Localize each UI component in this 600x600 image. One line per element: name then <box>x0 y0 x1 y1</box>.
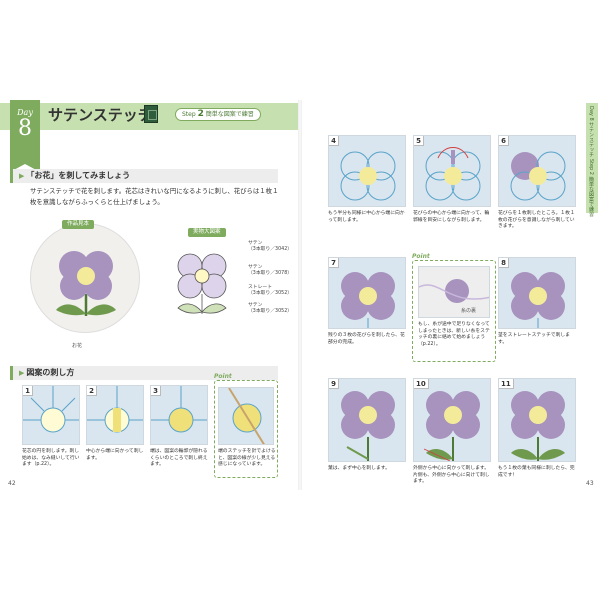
point-caption-left: 端のステッチを針でよけると、図案の線が少し見える感じになっています。 <box>218 449 276 468</box>
step-number-badge: 7 <box>329 258 339 268</box>
step-photo-4: 4 <box>328 135 406 207</box>
sample-tag: 作品見本 <box>62 220 95 229</box>
point-label: Point <box>214 373 232 380</box>
stitch-center-illustration <box>87 386 143 433</box>
sample-photo <box>30 223 140 333</box>
step-caption-5: 花びらの中心から端に向かって、輪郭線を目安にしながら刺します。 <box>413 211 490 223</box>
side-tab-text: Day 8 サテンステッチ Step 2 簡単な図案で練習 <box>588 106 594 217</box>
thread-back-note: 糸の裏 <box>461 308 477 314</box>
pattern-tag: 実物大図案 <box>188 228 226 237</box>
step-number-badge: 1 <box>23 386 33 396</box>
page-number-right: 43 <box>586 480 594 487</box>
actual-size-pattern: サテン （3本取り／3042） サテン （3本取り／3078） ストレート （3… <box>170 230 292 330</box>
step-number-badge: 3 <box>151 386 161 396</box>
step-caption-9: 葉は、まず中心を刺します。 <box>328 466 390 471</box>
label-line: サテン <box>248 265 263 270</box>
gutter <box>298 100 302 490</box>
point-caption-right: もし、糸が途中で足りなくなってしまったときは、新しい糸をステッチの裏に絡めて始め… <box>418 322 490 347</box>
left-page: Day 8 サテンステッチ Step 2 簡単な図案で練習 ▶「お花」を刺してみ… <box>0 100 300 490</box>
embroidered-flower-illustration <box>56 251 116 316</box>
point-label-right: Point <box>412 253 430 260</box>
thread-back-illustration <box>419 279 489 303</box>
step-photo-3: 3 <box>150 385 208 445</box>
step-photo-2: 2 <box>86 385 144 445</box>
flower-illustration <box>341 391 395 461</box>
point-photo-left <box>218 387 274 445</box>
step-caption-1: 花芯の円を刺します。刺し始めは、なみ縫いして行います（p.22）。 <box>22 449 80 468</box>
point-box-right <box>412 260 496 362</box>
step-number-badge: 11 <box>499 379 514 389</box>
label-line: （3本取り／3042） <box>248 247 293 253</box>
step-photo-9: 9 <box>328 378 406 462</box>
page-number-left: 42 <box>8 480 16 487</box>
label-line: （3本取り／3052） <box>248 291 293 297</box>
section-title: 図案の刺し方 <box>26 368 75 377</box>
stitch-center-illustration <box>23 386 79 433</box>
step-caption-8: 茎をストレートステッチで刺します。 <box>498 333 570 345</box>
triangle-icon: ▶ <box>19 369 25 377</box>
day-number: 8 <box>18 116 32 141</box>
step-caption-4: もう半分も同様に中心から端に向かって刺します。 <box>328 211 405 223</box>
step-photo-11: 11 <box>498 378 576 462</box>
label-line: サテン <box>248 303 263 308</box>
section-title: 「お花」を刺してみましょう <box>26 171 131 180</box>
flower-outline-illustration <box>510 151 566 201</box>
label-line: ストレート <box>248 285 272 290</box>
step-number-badge: 9 <box>329 379 339 389</box>
step-caption-10: 外側から中心に向かって刺します。片側も、外側から中心に向けて刺します。 <box>413 466 490 485</box>
book-icon <box>144 105 158 123</box>
step-photo-6: 6 <box>498 135 576 207</box>
step-number-badge: 10 <box>414 379 429 389</box>
pattern-label-3: ストレート （3本取り／3052） <box>248 285 292 297</box>
label-line: サテン <box>248 241 263 246</box>
step-caption-2: 中心から端に向かって刺します。 <box>86 449 144 461</box>
step-prefix: Step <box>182 111 196 118</box>
step-number-badge: 2 <box>87 386 97 396</box>
step-number: 2 <box>197 109 204 119</box>
right-page: 4 もう半分も同様に中心から端に向かって刺します。 5 花びらの中心 <box>300 100 600 490</box>
book-spread: Day 8 サテンステッチ Step 2 簡単な図案で練習 ▶「お花」を刺してみ… <box>0 100 600 490</box>
step-number-badge: 8 <box>499 258 509 268</box>
side-tab <box>586 103 598 213</box>
label-line: （3本取り／3078） <box>248 271 293 277</box>
point-box-left <box>214 380 278 478</box>
finished-flower-illustration <box>511 391 565 461</box>
intro-text: サテンステッチで花を刺します。花芯はきれいな円になるように刺し、花びらは１枚１枚… <box>30 187 279 206</box>
step-photo-5: 5 <box>413 135 491 207</box>
step-photo-1: 1 <box>22 385 80 445</box>
day-word: Day <box>17 108 33 117</box>
pattern-label-4: サテン （3本取り／3052） <box>248 303 292 315</box>
day-badge: Day 8 <box>10 100 40 172</box>
pattern-label-2: サテン （3本取り／3078） <box>248 265 292 277</box>
step-number-badge: 6 <box>499 136 509 146</box>
sample-caption: お花 <box>72 343 83 349</box>
stitch-center-illustration <box>228 388 265 444</box>
step-caption-11: もう１枚の葉も同様に刺したら、完成です！ <box>498 466 575 478</box>
step-photo-8: 8 <box>498 257 576 329</box>
step-pill: Step 2 簡単な図案で練習 <box>175 108 261 121</box>
section-heading-method: ▶図案の刺し方 <box>10 366 278 380</box>
lesson-title: サテンステッチ <box>48 106 153 124</box>
stitch-center-illustration <box>151 386 207 433</box>
step-photo-7: 7 <box>328 257 406 329</box>
section-heading-flower: ▶「お花」を刺してみましょう <box>10 169 278 183</box>
flower-illustration <box>423 391 480 461</box>
point-photo-right: 糸の裏 <box>418 266 490 318</box>
step-number-badge: 5 <box>414 136 424 146</box>
flower-outline-illustration <box>340 151 396 201</box>
flower-illustration <box>511 272 565 328</box>
label-line: （3本取り／3052） <box>248 309 293 315</box>
step-text: 簡単な図案で練習 <box>205 111 254 118</box>
step-caption-6: 花びらを１枚刺したところ。１枚１枚の花びらを意識しながら刺していきます。 <box>498 211 575 230</box>
step-number-badge: 4 <box>329 136 339 146</box>
flower-illustration <box>341 272 395 328</box>
step-caption-7: 残りの３枚の花びらを刺したら、花部分の完成。 <box>328 333 405 345</box>
flower-outline-illustration <box>425 147 481 201</box>
step-photo-10: 10 <box>413 378 491 462</box>
pattern-drawing <box>177 253 227 314</box>
pattern-label-1: サテン （3本取り／3042） <box>248 241 292 253</box>
step-caption-3: 端は、図案の輪郭が隠れるくらいのところで刺し終えます。 <box>150 449 208 468</box>
triangle-icon: ▶ <box>19 172 25 180</box>
